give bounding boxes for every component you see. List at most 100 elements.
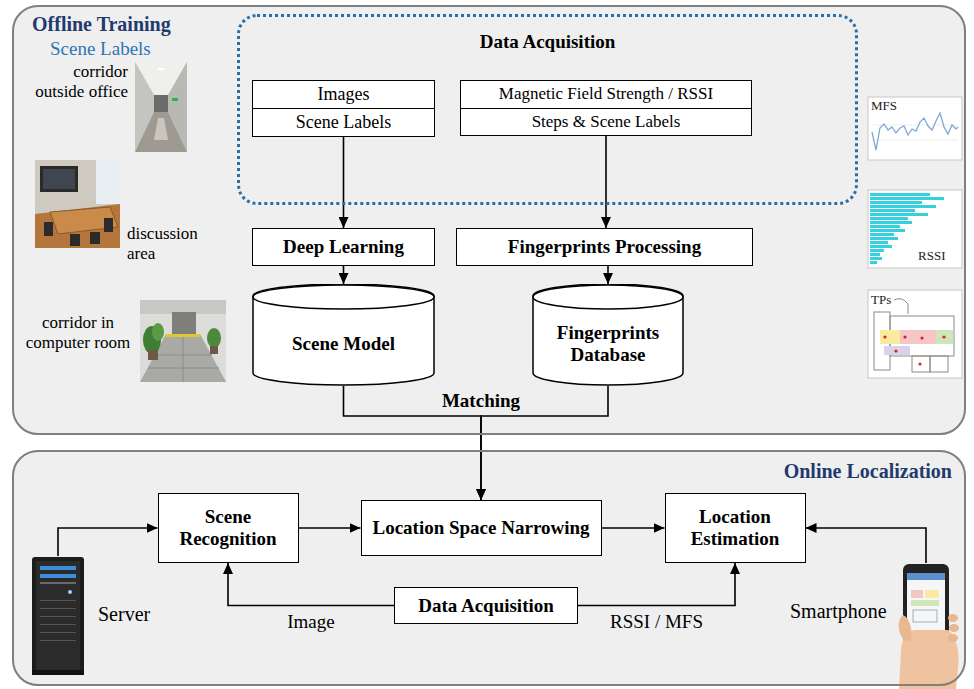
smartphone-icon-part bbox=[913, 610, 937, 622]
computer-room-photo-part bbox=[140, 300, 226, 314]
tps-floorplan-part bbox=[900, 330, 936, 344]
rssi-thumbnail-part bbox=[870, 209, 915, 212]
server-icon-part bbox=[40, 632, 76, 633]
process-box: Deep Learning bbox=[252, 228, 435, 266]
mfs-thumbnail-part bbox=[872, 113, 958, 150]
server-icon-part bbox=[40, 582, 76, 584]
discussion-photo-part bbox=[35, 204, 120, 248]
server-icon bbox=[32, 557, 84, 675]
device-label: Smartphone bbox=[790, 600, 900, 623]
scene-label: discussion area bbox=[127, 224, 223, 263]
node-text: Fingerprints Database bbox=[542, 322, 674, 366]
discussion-photo-part bbox=[43, 169, 75, 189]
thumbnail-label: TPs bbox=[871, 293, 911, 308]
computer-room-photo-part bbox=[207, 328, 221, 348]
tps-floorplan-part bbox=[884, 346, 910, 355]
corridor-photo-part bbox=[158, 68, 164, 70]
server-icon-part bbox=[68, 590, 72, 594]
tps-floorplan-part bbox=[894, 349, 897, 352]
rssi-thumbnail-part bbox=[870, 217, 908, 220]
discussion-photo-part bbox=[40, 166, 78, 192]
training-panel: Offline TrainingData AcquisitionImagesSc… bbox=[12, 5, 966, 435]
node-text: Location Estimation bbox=[674, 506, 797, 550]
computer-room-photo-part bbox=[183, 334, 184, 382]
database-cylinder: Fingerprints Database bbox=[532, 284, 684, 386]
rssi-thumbnail-part bbox=[870, 193, 930, 196]
connector bbox=[343, 266, 345, 284]
section-label: Scene Labels bbox=[50, 38, 170, 60]
rssi-thumbnail-part bbox=[870, 229, 905, 232]
server-icon-part bbox=[32, 557, 84, 675]
group-heading: Online Localization bbox=[784, 460, 952, 483]
thumbnail-label: MFS bbox=[871, 99, 911, 114]
connector bbox=[605, 136, 607, 228]
rssi-thumbnail-part bbox=[870, 213, 928, 216]
process-box: Scene Recognition bbox=[158, 493, 299, 563]
corridor-photo-part bbox=[154, 95, 168, 112]
tps-floorplan-part bbox=[930, 356, 948, 372]
smartphone-icon bbox=[899, 564, 959, 689]
process-box: Location Estimation bbox=[665, 493, 806, 563]
discussion-photo-part bbox=[90, 232, 100, 244]
process-box: Data Acquisition bbox=[394, 587, 578, 624]
discussion-photo bbox=[35, 160, 120, 248]
edge-label: Image bbox=[241, 611, 381, 633]
connector bbox=[299, 527, 361, 529]
server-icon-part bbox=[40, 608, 76, 609]
server-icon-part bbox=[36, 561, 80, 671]
discussion-photo-part bbox=[35, 160, 120, 248]
edge-label: RSSI / MFS bbox=[587, 611, 727, 633]
smartphone-icon-part bbox=[948, 614, 958, 622]
computer-room-photo-part bbox=[152, 323, 164, 341]
node-text: Magnetic Field Strength / RSSI bbox=[499, 84, 713, 104]
tps-floorplan-part bbox=[883, 335, 886, 338]
server-icon-part bbox=[40, 640, 76, 641]
discussion-photo-part bbox=[70, 234, 80, 246]
node-text: Scene Labels bbox=[296, 112, 391, 133]
computer-room-photo-part bbox=[140, 300, 226, 382]
rssi-thumbnail bbox=[868, 190, 962, 268]
discussion-photo-part bbox=[104, 218, 113, 232]
tps-floorplan bbox=[868, 290, 962, 378]
device-label: Server bbox=[98, 603, 178, 626]
computer-room-photo-part bbox=[155, 355, 212, 356]
mfs-thumbnail-part bbox=[872, 140, 958, 141]
corridor-photo-part bbox=[154, 118, 168, 140]
server-icon-part bbox=[40, 624, 76, 625]
group-heading: Offline Training bbox=[32, 13, 171, 36]
cylinder-body bbox=[253, 284, 434, 385]
scene-label: corridor outside office bbox=[20, 62, 128, 101]
server-icon-part bbox=[40, 566, 76, 570]
corridor-photo-part bbox=[135, 112, 187, 152]
data-table: Magnetic Field Strength / RSSI Steps & Sc… bbox=[460, 80, 752, 136]
table-cell: Scene Labels bbox=[253, 109, 434, 136]
panel-ground bbox=[12, 450, 966, 686]
corridor-photo-part bbox=[172, 98, 178, 101]
thumbnail-label: RSSI bbox=[918, 249, 960, 264]
localization-panel: Online LocalizationScene Recognition Loca… bbox=[12, 450, 966, 686]
table-cell: Magnetic Field Strength / RSSI bbox=[461, 81, 751, 109]
process-box: Location Space Narrowing bbox=[361, 500, 602, 556]
corridor-photo-part bbox=[135, 62, 187, 152]
tps-floorplan-part bbox=[894, 299, 908, 314]
smartphone-icon-part bbox=[899, 615, 912, 642]
table-cell: Steps & Scene Labels bbox=[461, 109, 751, 136]
mfs-thumbnail bbox=[868, 97, 962, 160]
smartphone-icon-part bbox=[948, 634, 958, 642]
node-text: Scene Recognition bbox=[167, 506, 290, 550]
rssi-thumbnail-part bbox=[870, 233, 894, 236]
rssi-thumbnail-part bbox=[870, 205, 936, 208]
computer-room-photo-part bbox=[210, 346, 218, 354]
node-text: Steps & Scene Labels bbox=[532, 112, 681, 132]
node-text: Images bbox=[318, 84, 370, 105]
input-arrow bbox=[806, 528, 927, 563]
cylinder-body bbox=[533, 284, 683, 385]
node-text: Scene Model bbox=[292, 333, 395, 355]
node-text: Data Acquisition bbox=[418, 595, 554, 617]
smartphone-icon-part bbox=[949, 624, 959, 632]
connector bbox=[607, 266, 609, 284]
tps-floorplan-part bbox=[880, 330, 900, 344]
process-box: Fingerprints Processing bbox=[456, 228, 753, 266]
computer-room-photo-part bbox=[148, 368, 219, 369]
